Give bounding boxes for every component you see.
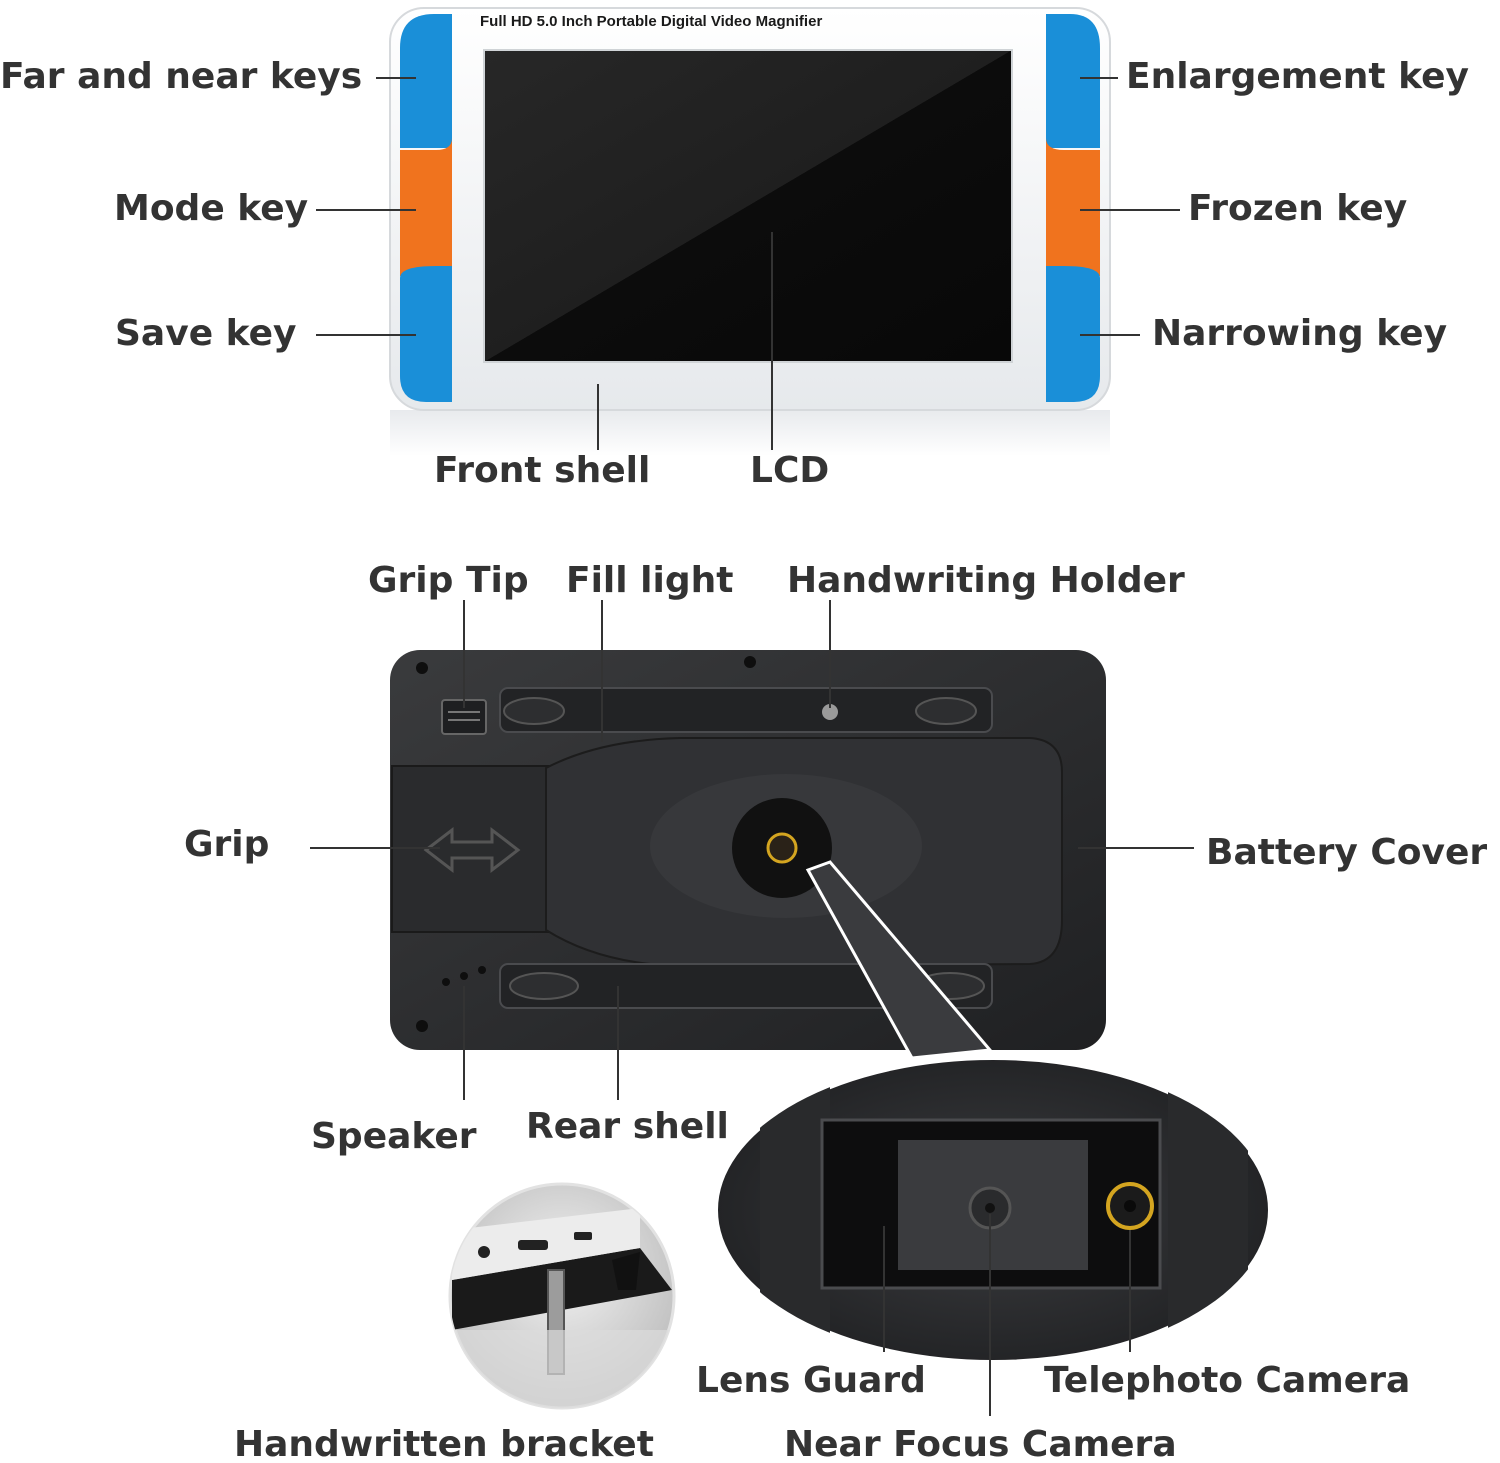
rear-leaders (310, 600, 1194, 1100)
lcd-screen (483, 49, 1013, 363)
label-save-key: Save key (115, 313, 297, 354)
top-rail (499, 687, 993, 733)
zoom-wedge (805, 860, 993, 1060)
front-leaders (316, 77, 1180, 450)
top-rail-foot-right (915, 697, 977, 725)
front-reflection (390, 410, 1110, 456)
label-near-focus-camera: Near Focus Camera (784, 1424, 1177, 1463)
rear-device (390, 650, 1106, 1050)
corner-screw (416, 662, 428, 674)
label-far-near-keys: Far and near keys (0, 56, 362, 97)
narrowing-key-shape (1046, 266, 1100, 402)
label-speaker: Speaker (311, 1116, 477, 1157)
label-mode-key: Mode key (114, 188, 308, 229)
label-telephoto-camera: Telephoto Camera (1044, 1360, 1410, 1401)
enlargement-key-shape (1046, 14, 1100, 148)
bracket-paper (452, 1330, 672, 1408)
port-usb (574, 1232, 592, 1240)
corner-screw (744, 656, 756, 668)
label-frozen-key: Frozen key (1188, 188, 1407, 229)
label-fill-light: Fill light (566, 560, 733, 601)
corner-screw (416, 1020, 428, 1032)
camera-zoom (714, 1056, 1272, 1364)
speaker-hole (442, 978, 450, 986)
label-battery-cover: Battery Cover (1206, 832, 1487, 873)
speaker-hole (478, 966, 486, 974)
label-front-shell: Front shell (434, 450, 650, 491)
label-rear-shell: Rear shell (526, 1106, 729, 1147)
label-lens-guard: Lens Guard (696, 1360, 926, 1401)
handwriting-holder-screw (822, 704, 838, 720)
save-key-shape (400, 266, 452, 402)
speaker-hole (460, 972, 468, 980)
grip-arrow-icon (423, 826, 521, 874)
frozen-key-shape (1046, 138, 1100, 276)
label-enlargement-key: Enlargement key (1126, 56, 1469, 97)
far-near-key-shape (400, 14, 452, 148)
front-device: Full HD 5.0 Inch Portable Digital Video … (389, 7, 1111, 456)
label-grip: Grip (184, 824, 269, 865)
label-narrowing-key: Narrowing key (1152, 313, 1447, 354)
label-lcd: LCD (750, 450, 829, 491)
label-handwriting-holder: Handwriting Holder (787, 560, 1185, 601)
lcd-glare (484, 50, 1012, 362)
device-title: Full HD 5.0 Inch Portable Digital Video … (480, 13, 822, 30)
camera-leaders (883, 1214, 1131, 1416)
label-grip-tip: Grip Tip (368, 560, 529, 601)
label-handwritten-bracket: Handwritten bracket (234, 1424, 654, 1463)
rear-camera-lens (766, 832, 798, 864)
bracket-hook (612, 1252, 640, 1290)
port-av (478, 1246, 490, 1258)
bracket-zoom (448, 1182, 676, 1410)
top-rail-foot-left (503, 697, 565, 725)
bottom-rail-foot-left (509, 972, 579, 1000)
port-hdmi (518, 1240, 548, 1250)
mode-key-shape (400, 138, 452, 276)
